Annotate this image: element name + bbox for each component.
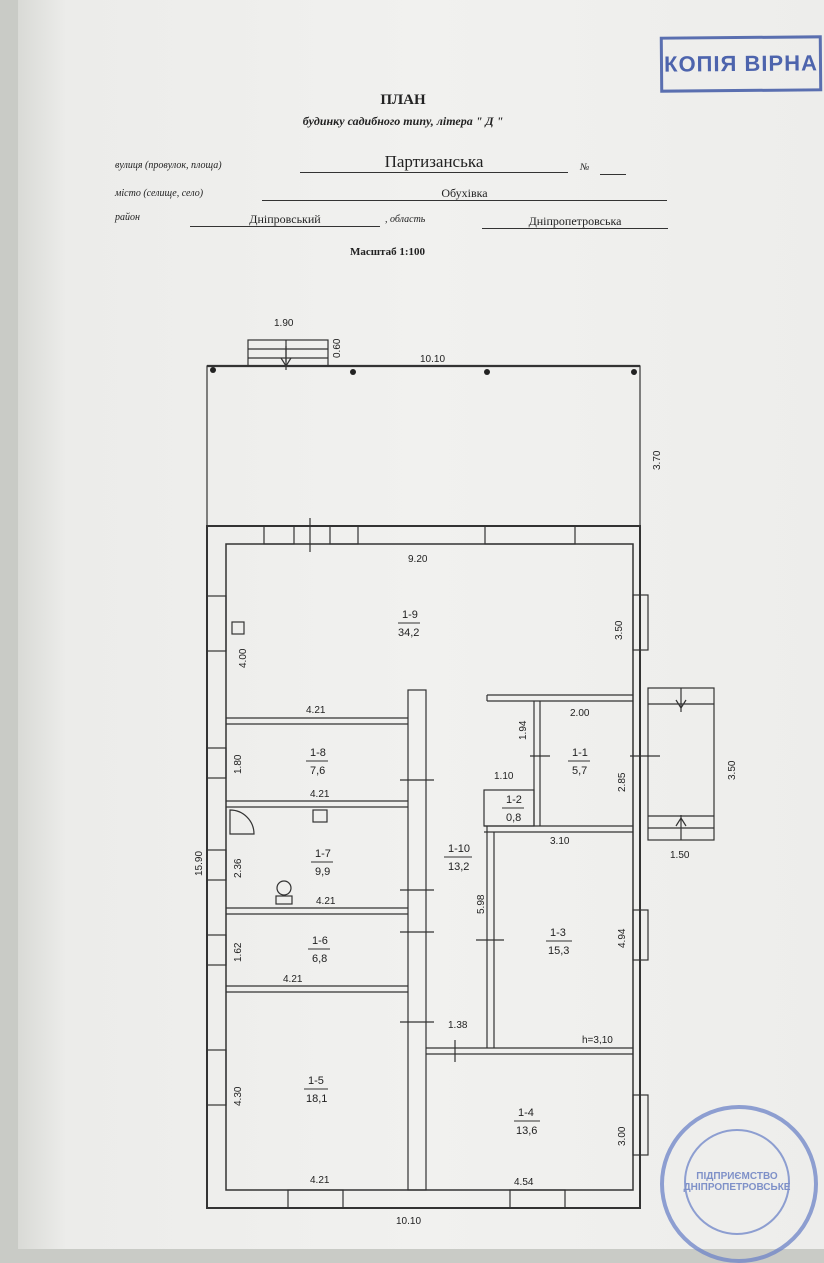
room-area: 13,6 — [516, 1125, 537, 1137]
height-label: h=3,10 — [582, 1035, 613, 1046]
room-area: 9,9 — [315, 866, 330, 878]
window — [206, 849, 227, 881]
room-id: 1-6 — [312, 935, 328, 947]
district-value: Дніпровський — [249, 212, 321, 226]
dim-r18-top: 4.21 — [306, 705, 326, 716]
oblast-label: , область — [385, 214, 426, 225]
dim-r13-right: 4.94 — [617, 928, 628, 948]
dim-r14-right: 3.00 — [617, 1126, 628, 1146]
room-id: 1-10 — [448, 843, 470, 855]
official-seal: ПІДПРИЄМСТВО ДНІПРОПЕТРОВСЬКЕ — [660, 1105, 818, 1263]
window — [206, 934, 227, 966]
district-label: район — [115, 212, 140, 223]
dim-r14-bottom: 4.54 — [514, 1177, 534, 1188]
street-value: Партизанська — [384, 152, 484, 171]
room-id: 1-4 — [518, 1107, 534, 1119]
room-id: 1-9 — [402, 609, 418, 621]
window — [329, 525, 359, 545]
room-area: 15,3 — [548, 945, 569, 957]
window — [632, 594, 649, 651]
window — [632, 1094, 649, 1156]
dim-r11-top: 2.00 — [570, 708, 590, 719]
dim-r14-step: 1.38 — [448, 1020, 468, 1031]
house-outer-wall — [206, 525, 641, 1209]
dim-r12-top: 1.10 — [494, 771, 514, 782]
room-id: 1-7 — [315, 848, 331, 860]
room-area: 7,6 — [310, 765, 325, 777]
room-id: 1-2 — [506, 794, 522, 806]
window — [287, 1189, 344, 1209]
dim-r13-top: 3.10 — [550, 836, 570, 847]
window — [632, 909, 649, 961]
room-area: 34,2 — [398, 627, 419, 639]
dim-r16-left: 1.62 — [233, 942, 244, 962]
oblast-value: Дніпропетровська — [528, 214, 622, 228]
window — [509, 1189, 566, 1209]
dim-r15-left: 4.30 — [233, 1086, 244, 1106]
room-area: 6,8 — [312, 953, 327, 965]
room-id: 1-5 — [308, 1075, 324, 1087]
dim-r16-top: 4.21 — [316, 896, 336, 907]
dim-porch-top-w: 1.90 — [274, 318, 294, 329]
window — [206, 1049, 227, 1106]
window — [263, 525, 295, 545]
street-label: вулиця (провулок, площа) — [115, 160, 222, 171]
window — [484, 525, 576, 545]
dim-r15-bottom: 4.21 — [310, 1175, 330, 1186]
dim-house-top: 9.20 — [408, 554, 428, 565]
dim-side-porch-w: 1.50 — [670, 850, 690, 861]
city-label: місто (селище, село) — [115, 188, 204, 199]
city-value: Обухівка — [441, 186, 488, 200]
dim-r17-top: 4.21 — [310, 789, 330, 800]
dim-r110-left: 5.98 — [476, 894, 487, 914]
dim-r11-right: 2.85 — [617, 772, 628, 792]
room-area: 13,2 — [448, 861, 469, 873]
room-id: 1-3 — [550, 927, 566, 939]
seal-text: ПІДПРИЄМСТВО ДНІПРОПЕТРОВСЬКЕ — [684, 1129, 790, 1235]
document-sheet — [18, 0, 824, 1249]
dim-r18-left: 1.80 — [233, 754, 244, 774]
plan-title: ПЛАН — [380, 92, 426, 108]
dim-bottom-total: 10.10 — [396, 1216, 421, 1227]
plan-subtitle: будинку садибного типу, літера " Д " — [302, 114, 504, 128]
number-label: № — [580, 162, 590, 173]
room-area: 5,7 — [572, 765, 587, 777]
dim-r17-left: 2.36 — [233, 858, 244, 878]
dim-r11-left: 1.94 — [518, 720, 529, 740]
dim-porch-top-h: 0.60 — [332, 338, 343, 358]
dim-overall-left: 15.90 — [194, 851, 205, 876]
dim-terrace-h: 3.70 — [652, 450, 663, 470]
room-id: 1-8 — [310, 747, 326, 759]
dim-r19-right: 3.50 — [614, 620, 625, 640]
dim-side-porch-h: 3.50 — [727, 760, 738, 780]
dim-r19-left: 4.00 — [238, 648, 249, 668]
window — [206, 595, 227, 652]
scale-text: Масштаб 1:100 — [350, 246, 426, 258]
room-area: 0,8 — [506, 812, 521, 824]
window — [206, 747, 227, 779]
room-id: 1-1 — [572, 747, 588, 759]
dim-terrace-w: 10.10 — [420, 354, 445, 365]
house-inner-wall — [225, 543, 634, 1191]
room-area: 18,1 — [306, 1093, 327, 1105]
dim-r15-top: 4.21 — [283, 974, 303, 985]
terrace — [206, 365, 641, 527]
